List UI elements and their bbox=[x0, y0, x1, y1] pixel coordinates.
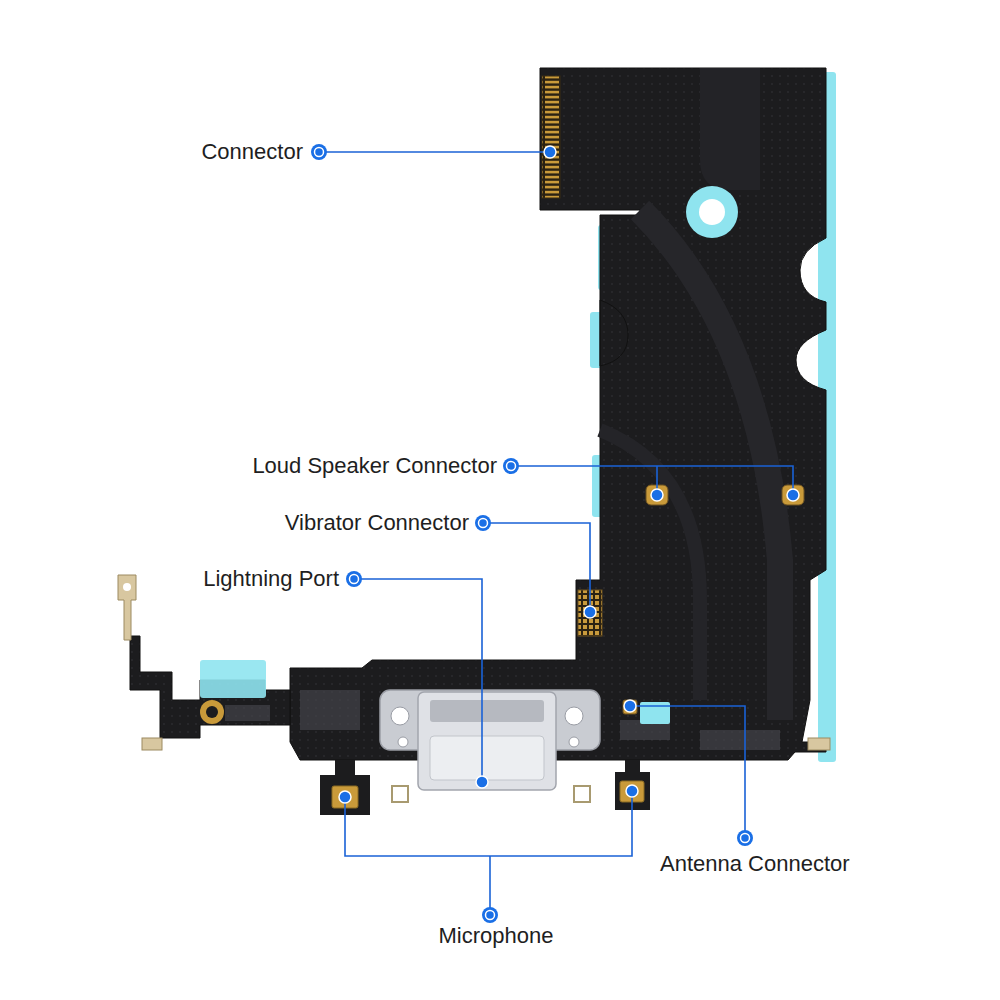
target-dot bbox=[624, 700, 636, 712]
leader-line bbox=[345, 791, 632, 856]
callout-dot bbox=[737, 830, 753, 846]
target-dot bbox=[651, 489, 663, 501]
mounting-hole bbox=[686, 186, 738, 238]
target-dot bbox=[626, 785, 638, 797]
callout-dot bbox=[482, 907, 498, 923]
callout-dot bbox=[346, 571, 362, 587]
callout-dot bbox=[741, 834, 750, 843]
board-trace bbox=[600, 430, 700, 700]
callout-dot bbox=[486, 911, 495, 920]
callout-label: Connector bbox=[201, 139, 303, 165]
callout-dot bbox=[479, 519, 488, 528]
leader-line bbox=[630, 706, 745, 838]
mounting-hole bbox=[699, 199, 725, 225]
callout-dot bbox=[311, 144, 327, 160]
target-dot bbox=[476, 776, 488, 788]
metal-pin bbox=[142, 738, 162, 750]
port-screw-hole bbox=[565, 707, 583, 725]
board-trace bbox=[700, 68, 760, 190]
callout-dot bbox=[350, 575, 359, 584]
leader-line bbox=[319, 151, 550, 153]
port-screw-hole bbox=[398, 737, 408, 747]
metal-tab bbox=[574, 786, 590, 802]
flex-board bbox=[290, 68, 826, 760]
callout-dot bbox=[315, 148, 324, 157]
callout-label: Vibrator Connector bbox=[285, 510, 469, 536]
leader-line bbox=[489, 856, 491, 915]
metal-pin bbox=[808, 738, 830, 750]
target-dot bbox=[339, 791, 351, 803]
metal-bracket bbox=[123, 583, 131, 591]
smd-components bbox=[700, 730, 780, 750]
callout-dot bbox=[507, 462, 516, 471]
callout-label: Microphone bbox=[439, 923, 554, 949]
target-dot bbox=[584, 606, 596, 618]
callout-label: Loud Speaker Connector bbox=[252, 453, 497, 479]
antenna-connector bbox=[623, 700, 637, 714]
callout-label: Lightning Port bbox=[203, 566, 339, 592]
metal-bracket bbox=[118, 575, 136, 640]
adhesive-tape bbox=[200, 660, 266, 698]
callout-dot bbox=[503, 458, 519, 474]
metal-tab bbox=[392, 786, 408, 802]
target-dot bbox=[544, 146, 556, 158]
leader-line bbox=[483, 523, 590, 612]
lightning-port bbox=[430, 700, 544, 722]
target-dot bbox=[787, 489, 799, 501]
smd-components bbox=[225, 705, 270, 721]
board-connector bbox=[542, 76, 560, 198]
smd-components bbox=[300, 690, 360, 730]
ground-pad bbox=[206, 706, 218, 718]
callout-label: Antenna Connector bbox=[660, 851, 850, 877]
lightning-port bbox=[430, 736, 544, 780]
callout-dot bbox=[475, 515, 491, 531]
lightning-port bbox=[418, 692, 556, 790]
port-screw-hole bbox=[569, 737, 579, 747]
ground-pad bbox=[200, 700, 224, 724]
leader-line bbox=[354, 579, 482, 782]
port-screw-hole bbox=[391, 707, 409, 725]
flex-arm bbox=[130, 636, 290, 738]
